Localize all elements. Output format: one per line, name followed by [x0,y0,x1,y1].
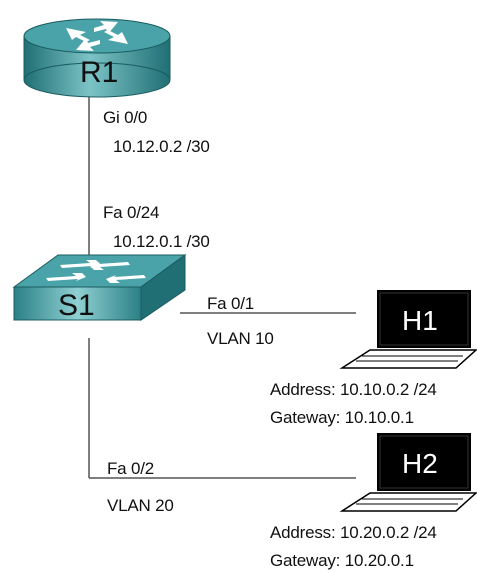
router-arrows-icon [66,21,128,51]
switch-s1[interactable]: S1 [12,254,187,322]
host-h1-gateway: Gateway: 10.10.0.1 [270,408,414,427]
switch-port-h2-vlan: VLAN 20 [107,496,174,515]
switch-name: S1 [58,289,95,322]
switch-arrows-icon [46,260,146,283]
host-h2-name: H2 [402,448,438,479]
keyboard-icon [356,355,463,362]
switch-port-h1-label: Fa 0/1 [207,294,254,313]
switch-uplink-address-label: 10.12.0.1 /30 [113,232,210,251]
router-address-label: 10.12.0.2 /30 [113,137,210,156]
host-h2[interactable]: H2 [339,433,477,512]
host-h1-name: H1 [402,305,438,336]
host-h1-address: Address: 10.10.0.2 /24 [270,380,437,399]
keyboard-icon [356,498,463,505]
host-h1[interactable]: H1 [339,290,477,369]
switch-uplink-interface-label: Fa 0/24 [103,203,160,222]
router-r1[interactable]: R1 [23,18,171,98]
host-h2-gateway: Gateway: 10.20.0.1 [270,551,414,570]
router-interface-label: Gi 0/0 [103,108,148,127]
router-name: R1 [80,56,118,89]
switch-port-h2-label: Fa 0/2 [107,459,154,478]
host-h2-address: Address: 10.20.0.2 /24 [270,523,437,542]
switch-port-h1-vlan: VLAN 10 [207,329,274,348]
